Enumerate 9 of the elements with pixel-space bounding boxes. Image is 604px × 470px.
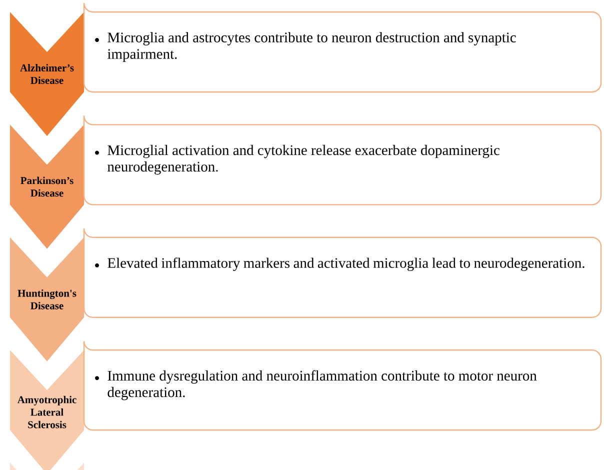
text-box: Microglial activation and cytokine release exacerbate dopaminergic neurodegeneration. [83, 115, 602, 206]
text-box: Microglia and astrocytes contribute to neuron destruction and synaptic impairment. [83, 2, 602, 93]
category-band: Amyotrophic Lateral Sclerosis [10, 350, 84, 470]
category-band: Alzheimer’s Disease [10, 12, 84, 136]
category-band [10, 462, 84, 470]
category-band: Huntington's Disease [10, 237, 84, 362]
text-box: Immune dysregulation and neuroinflammation contribute to motor neuron degeneration. [83, 340, 602, 431]
text-box: Elevated inflammatory markers and activated microglia lead to neurodegeneration. [83, 228, 602, 318]
category-band: Parkinson’s Disease [10, 124, 84, 249]
